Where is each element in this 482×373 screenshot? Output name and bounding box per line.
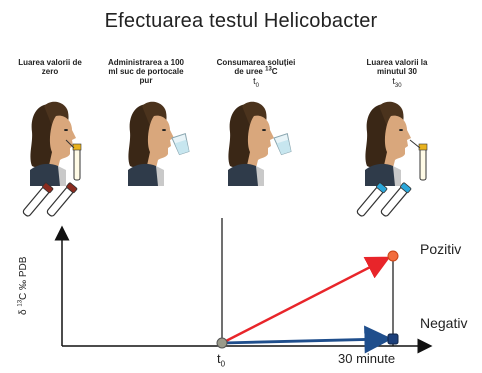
outcome-positive-label: Pozitiv	[420, 241, 462, 257]
step3-line1: Consumarea soluției	[216, 58, 296, 67]
step-label-baseline: Luarea valorii de zero	[0, 58, 102, 76]
breath-tube-30min-icon	[409, 139, 428, 181]
step-label-urea: Consumarea soluției de uree 13C t0	[204, 58, 308, 91]
sample-tubes-30min-icon	[354, 181, 413, 219]
positive-result-arrow	[221, 256, 391, 345]
juice-glass-icon	[171, 133, 192, 156]
step1-line1: Luarea valorii de	[18, 58, 82, 67]
t0-point	[216, 337, 228, 349]
step-label-juice: Administrarea a 100 ml suc de portocale …	[94, 58, 198, 85]
step3-time: t0	[253, 76, 259, 89]
step4-time: t30	[392, 76, 402, 89]
x-axis-label: 30 minute	[338, 351, 396, 366]
negative-result-arrow	[221, 325, 393, 354]
step4-line2: minutul 30	[376, 67, 417, 76]
urea-glass-icon	[273, 133, 294, 156]
step3-line2-pre: de uree	[234, 67, 266, 76]
step4-line1: Luarea valorii la	[366, 58, 428, 67]
step2-line3: pur	[139, 76, 153, 85]
step3-line2-post: C	[271, 67, 278, 76]
sample-tubes-baseline-icon	[20, 181, 79, 219]
outcome-negative-label: Negativ	[420, 315, 468, 331]
x-axis-t0-label: t0	[217, 351, 226, 369]
step1-line2: zero	[41, 67, 59, 76]
step2-line1: Administrarea a 100	[107, 58, 185, 67]
step2-line2: ml suc de portocale	[108, 67, 184, 76]
person-drinking-juice-icon	[128, 101, 174, 186]
positive-point	[387, 250, 399, 262]
diagram-title: Efectuarea testul Helicobacter	[104, 10, 378, 32]
step3-line2-sup: 13	[265, 66, 272, 73]
y-axis-label: δ 13C ‰ PDB	[17, 256, 29, 315]
person-baseline-icon	[30, 101, 76, 186]
step-label-30min: Luarea valorii la minutul 30 t30	[345, 58, 449, 91]
person-drinking-urea-icon	[228, 101, 274, 186]
breath-tube-icon	[65, 139, 82, 181]
negative-point	[387, 333, 399, 345]
person-30min-icon	[365, 101, 411, 186]
